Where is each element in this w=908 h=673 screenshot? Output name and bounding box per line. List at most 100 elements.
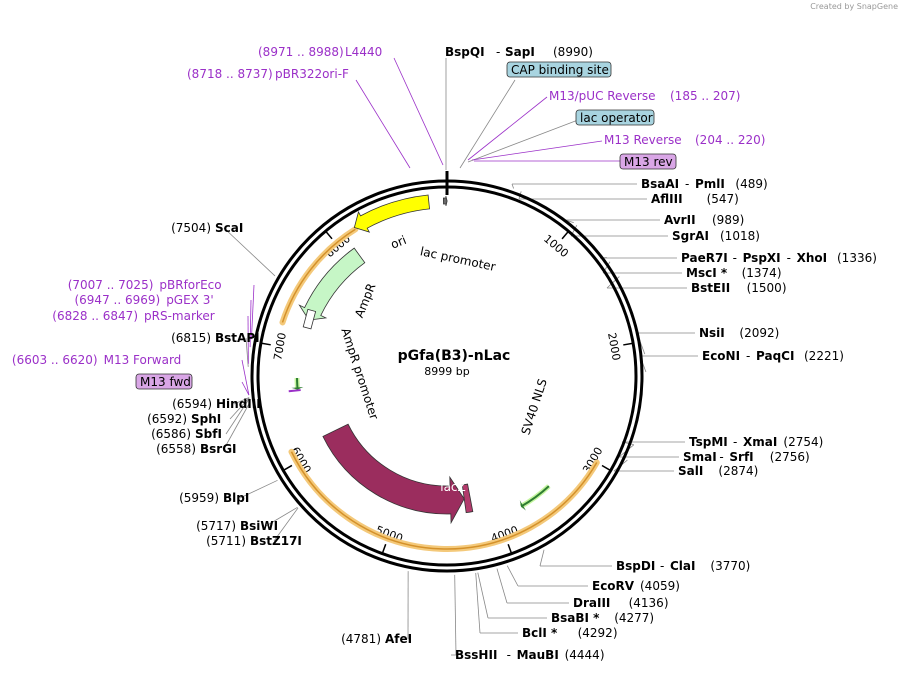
label-pos-11: (2874) bbox=[718, 464, 758, 478]
label-enzyme-17: BssHII bbox=[455, 648, 497, 662]
leader-14 bbox=[496, 568, 508, 604]
label-enzyme-0: BsaAI bbox=[641, 177, 679, 191]
label-enzyme-12: BspDI bbox=[616, 559, 655, 573]
label-sep-12: - bbox=[660, 559, 664, 573]
plasmid-size: 8999 bp bbox=[424, 365, 469, 378]
label-enzyme-1: AflIII bbox=[651, 192, 683, 206]
tick-mark-1000 bbox=[561, 230, 570, 240]
label-sep-4: - bbox=[733, 251, 737, 265]
label-left-pos-6: (6592) bbox=[147, 412, 187, 426]
feature-label-lacz: lacZ bbox=[440, 480, 466, 494]
leader-m13-puc bbox=[467, 96, 548, 161]
label-bspqi: BspQI bbox=[445, 45, 485, 59]
leader-cap bbox=[459, 79, 516, 169]
label-sep-0: - bbox=[685, 177, 689, 191]
label-left-name-13: pBRforEco bbox=[159, 278, 221, 292]
leader-16 bbox=[475, 572, 481, 634]
leader-left-8 bbox=[241, 381, 250, 396]
label-enzyme-14: DraIII bbox=[573, 596, 610, 610]
tick-mark-6000 bbox=[282, 464, 293, 472]
label-enzyme-3: SgrAI bbox=[672, 229, 709, 243]
feature-label-lac-promoter: lac promoter bbox=[419, 244, 497, 274]
tick-label-2000: 2000 bbox=[605, 332, 623, 362]
promoter-head-ampr-promoter bbox=[291, 386, 304, 390]
leader-12 bbox=[539, 549, 545, 567]
label-pos-12: (3770) bbox=[710, 559, 750, 573]
leader-left-2 bbox=[265, 506, 298, 527]
label-lac-operator: lac operator bbox=[580, 111, 653, 125]
label-l4440: L4440 bbox=[345, 45, 382, 59]
label-enzyme2-10: SrfI bbox=[729, 450, 753, 464]
label-left-range-13: (7007 .. 7025) bbox=[68, 278, 154, 292]
leader-left-5 bbox=[225, 398, 250, 435]
label-enzyme-4: PaeR7I bbox=[681, 251, 728, 265]
label-left-pos-7: (6594) bbox=[172, 397, 212, 411]
feature-label-ori: ori bbox=[389, 233, 409, 252]
label-left-pos-2: (5717) bbox=[196, 519, 236, 533]
label-pos-3: (1018) bbox=[720, 229, 760, 243]
label-enzyme2-8: PaqCI bbox=[756, 349, 794, 363]
orange-arc-0 bbox=[290, 451, 598, 550]
feature-lac-promoter bbox=[442, 196, 448, 206]
label-left-enzyme-14: ScaI bbox=[215, 221, 243, 235]
leader-13 bbox=[506, 565, 519, 587]
label-m13-reverse: M13 Reverse bbox=[604, 133, 682, 147]
label-sep-17: - bbox=[507, 648, 511, 662]
leader-left-13 bbox=[251, 284, 255, 340]
leader-m13-reverse bbox=[471, 140, 603, 161]
label-m13-fwd: M13 fwd bbox=[140, 375, 191, 389]
label-left-enzyme-4: BsrGI bbox=[200, 442, 237, 456]
label-leader-lines bbox=[223, 57, 698, 656]
label-left-enzyme-10: BstAPI bbox=[215, 331, 260, 345]
label-pbr322ori: pBR322ori-F bbox=[275, 67, 349, 81]
feature-lacz bbox=[322, 423, 465, 525]
label-l4440-range: (8971 .. 8988) bbox=[258, 45, 344, 59]
label-pos-13: (4059) bbox=[640, 579, 680, 593]
label-pos-15: (4277) bbox=[614, 611, 654, 625]
label-left-pos-14: (7504) bbox=[171, 221, 211, 235]
label-left-enzyme-1: BstZ17I bbox=[250, 534, 302, 548]
leader-left-4 bbox=[223, 402, 251, 450]
label-enzyme-8: EcoNI bbox=[702, 349, 740, 363]
leader-left-10 bbox=[245, 337, 249, 367]
label-pos-6: (1500) bbox=[747, 281, 787, 295]
label-pos-9: (2754) bbox=[783, 435, 823, 449]
label-left-range-12: (6947 .. 6969) bbox=[74, 293, 160, 307]
label-left-enzyme-6: SphI bbox=[191, 412, 221, 426]
label-cap-binding-site-box bbox=[506, 61, 612, 78]
plasmid-name: pGfa(B3)-nLac bbox=[398, 348, 511, 364]
leader-lac-operator bbox=[467, 119, 579, 163]
label-left-enzyme-3: BlpI bbox=[223, 491, 249, 505]
feature-label-ampr: AmpR bbox=[352, 281, 378, 319]
feature-ori bbox=[353, 194, 430, 233]
tick-label-7000: 7000 bbox=[271, 332, 289, 362]
label-enzyme-15: BsaBI * bbox=[551, 611, 600, 625]
label-m13-fwd-box bbox=[135, 373, 193, 390]
label-enzyme-11: SalI bbox=[678, 464, 703, 478]
feature-label-ampr-promoter: AmpR promoter bbox=[338, 326, 381, 421]
leader-l4440 bbox=[393, 57, 444, 166]
orange-arc-1 bbox=[281, 228, 356, 323]
promoter-head-sv40-promoter bbox=[519, 500, 526, 511]
label-enzyme3-4: XhoI bbox=[797, 251, 828, 265]
label-left-pos-0: (4781) bbox=[341, 632, 381, 646]
leader-left-6 bbox=[229, 397, 250, 420]
label-left-pos-10: (6815) bbox=[171, 331, 211, 345]
label-left-name-11: pRS-marker bbox=[144, 309, 215, 323]
tick-mark-8000 bbox=[325, 230, 333, 240]
label-m13-rev: M13 rev bbox=[624, 155, 673, 169]
leader-left-14 bbox=[223, 227, 276, 277]
label-pos-1: (547) bbox=[707, 192, 739, 206]
tick-mark-2000 bbox=[623, 342, 634, 346]
m13-fwd-mark bbox=[288, 389, 301, 393]
label-bspqi-sep: - bbox=[496, 45, 500, 59]
leader-left-3 bbox=[239, 479, 278, 499]
label-enzyme2-0: PmlI bbox=[695, 177, 725, 191]
feature-sv40-nls bbox=[461, 483, 474, 514]
label-sapi: SapI bbox=[505, 45, 535, 59]
label-pos-10: (2756) bbox=[770, 450, 810, 464]
label-sep-8: - bbox=[746, 349, 750, 363]
leader-left-12 bbox=[249, 299, 252, 348]
label-left-pos-5: (6586) bbox=[151, 427, 191, 441]
